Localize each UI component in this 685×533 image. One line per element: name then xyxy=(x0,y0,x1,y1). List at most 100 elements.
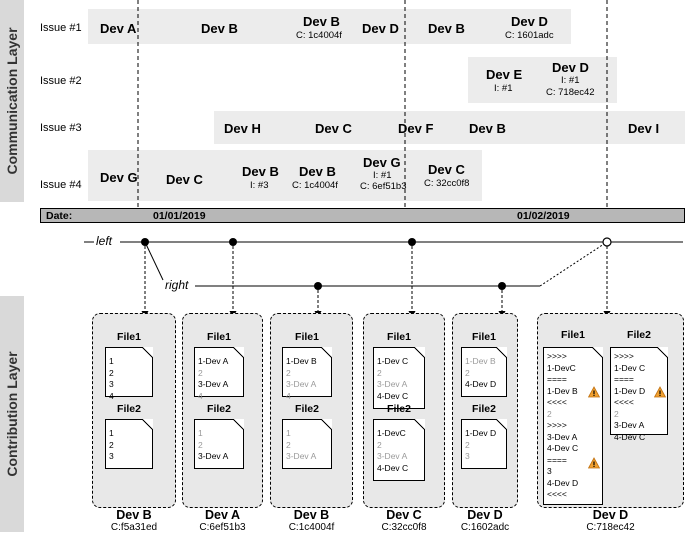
issue-dev: Dev G xyxy=(100,170,138,185)
file-line: 1-Dev C xyxy=(377,356,409,366)
issue-dev: Dev C xyxy=(315,121,352,136)
issue-dev: Dev F xyxy=(398,121,434,136)
issue-dev-sub: C: 1601adc xyxy=(505,30,554,41)
file-line: 1-Dev B xyxy=(465,356,496,366)
commit-dot xyxy=(141,238,149,246)
file-line: 4-Dev C xyxy=(377,390,409,401)
merge-link xyxy=(539,241,608,287)
file-line: 3 xyxy=(109,379,114,389)
issue-4-band xyxy=(88,150,482,201)
file-line: 4-Dev C xyxy=(614,431,646,442)
issue-dev: Dev C xyxy=(428,162,465,177)
commit-author: Dev C xyxy=(386,508,422,522)
issue-dev: Dev C xyxy=(166,172,203,187)
issue-dev: Dev H xyxy=(224,121,261,136)
right-branch-label: right xyxy=(165,278,189,292)
issue-dev: Dev G xyxy=(363,155,401,170)
issue-dev: Dev D xyxy=(552,60,589,75)
file-title: File1 xyxy=(387,331,411,343)
date-tick-2: 01/02/2019 xyxy=(517,210,570,222)
file-line: 3-Dev A xyxy=(377,451,408,461)
issue-dev-sub: C: 32cc0f8 xyxy=(424,178,470,189)
file-line: 2 xyxy=(377,439,382,450)
file-line: 1 xyxy=(198,428,203,438)
issue-label: Issue #1 xyxy=(40,22,82,34)
file-line: 1 xyxy=(286,428,291,438)
issue-dev-sub: C: 1c4004f xyxy=(296,30,342,41)
file-line: 4-Dev D xyxy=(547,477,579,488)
issue-dev: Dev B xyxy=(303,14,340,29)
issue-dev: Dev B xyxy=(428,21,465,36)
commit-author: Dev D xyxy=(467,508,503,522)
merge-commit-dot xyxy=(602,237,612,247)
issue-dev: Dev I xyxy=(628,121,660,136)
issue-label: Issue #2 xyxy=(40,75,82,87)
file-title: File1 xyxy=(207,331,231,343)
commit-author: Dev A xyxy=(205,508,240,522)
file-line: 1-Dev B xyxy=(286,356,317,366)
file-line: 4 xyxy=(198,390,203,401)
file-line: 3-Dev A xyxy=(286,451,317,461)
file-line: 1-Dev A xyxy=(198,356,229,366)
issue-dev: Dev B xyxy=(201,21,238,36)
file-line: 3-Dev A xyxy=(286,379,317,389)
file-line: 2 xyxy=(377,367,382,378)
communication-layer-label: Communication Layer xyxy=(0,0,24,202)
file-title: File2 xyxy=(387,403,411,415)
file-title: File2 xyxy=(207,403,231,415)
issue-dev-sub: C: 6ef51b3 xyxy=(360,181,407,192)
issue-dev: Dev E xyxy=(486,67,523,82)
issue-dev: Dev B xyxy=(242,164,279,179)
file-line: 2 xyxy=(109,439,114,450)
issue-dev: Dev D xyxy=(511,14,548,29)
file-line: 3 xyxy=(109,451,114,461)
file-line: 2 xyxy=(109,367,114,378)
file-line: <<<< xyxy=(547,489,567,499)
date-bar: Date: 01/01/2019 01/02/2019 xyxy=(40,208,685,223)
file-line: >>>> xyxy=(614,351,634,361)
conflict-warning-icon xyxy=(588,457,600,469)
issue-label: Issue #4 xyxy=(40,179,82,191)
conflict-warning-icon xyxy=(654,386,666,398)
issue-dev-sub: I: #1 xyxy=(494,83,513,94)
left-branch-label: left xyxy=(96,234,113,248)
file-line: 2 xyxy=(286,439,291,450)
file-title: File2 xyxy=(472,403,496,415)
file-line: 1-Dev C xyxy=(614,362,646,373)
commit-author: Dev B xyxy=(116,508,152,522)
file-title: File2 xyxy=(295,403,319,415)
file-line: 1-Dev D xyxy=(614,385,646,396)
file-line: ==== xyxy=(614,374,634,384)
file-title: File1 xyxy=(561,329,585,341)
commit-dot xyxy=(498,282,506,290)
commit-hash: C:1c4004f xyxy=(288,522,335,533)
commit-author: Dev D xyxy=(592,508,629,522)
issue-dev: Dev A xyxy=(100,21,137,36)
file-line: 2 xyxy=(198,439,203,450)
file-line: 3-Dev A xyxy=(377,379,408,389)
file-line: 1-Dev B xyxy=(547,385,578,396)
file-line: 1 xyxy=(109,428,114,438)
commit-dot xyxy=(229,238,237,246)
file-line: 4 xyxy=(286,390,291,401)
issue-dev-sub: I: #1 xyxy=(373,170,392,181)
file-line: >>>> xyxy=(547,351,567,361)
file-line: 4-Dev C xyxy=(377,462,409,473)
file-line: 4-Dev C xyxy=(547,443,579,453)
file-line: 2 xyxy=(198,367,203,378)
file-line: 2 xyxy=(465,439,470,450)
